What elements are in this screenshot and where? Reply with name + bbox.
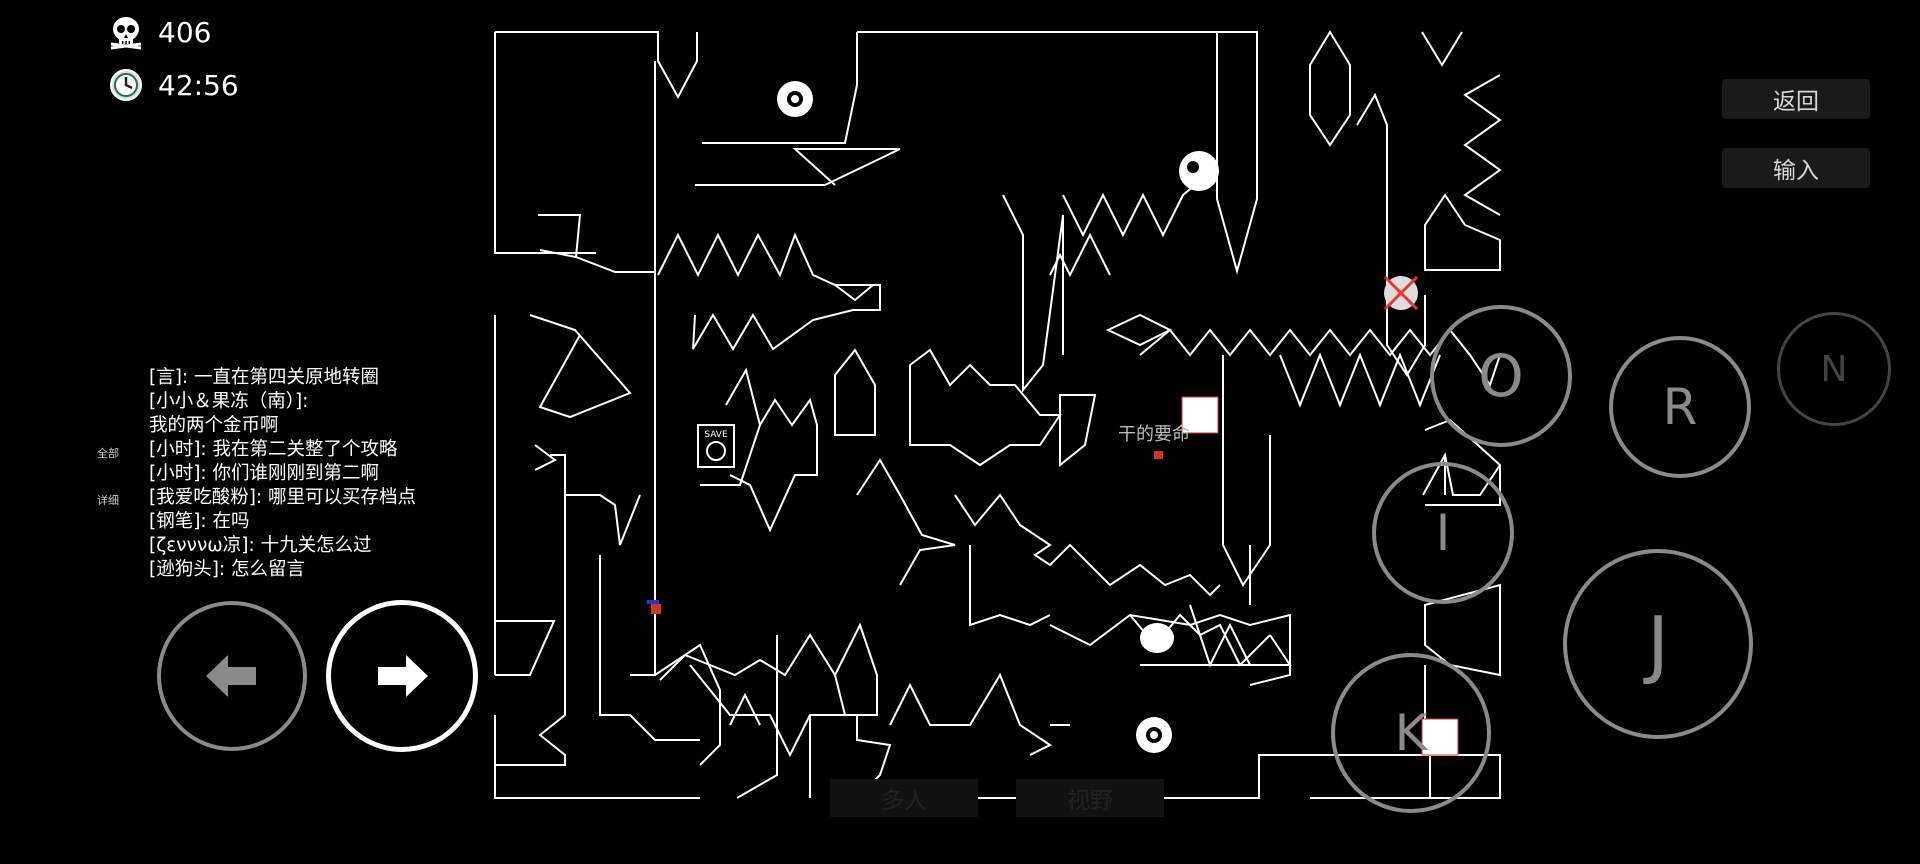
chat-line: [我爱吃酸粉]: 哪里可以买存档点 (149, 487, 417, 508)
cloud-enemy-icon (1140, 623, 1174, 653)
chat-tab-detail[interactable]: 详细 (97, 494, 119, 507)
save-point: SAVE (697, 424, 735, 468)
multiplayer-tab[interactable]: 多人 (830, 779, 978, 817)
chat-line: [小小＆果冻（南）]: (149, 391, 309, 412)
chat-tab-all[interactable]: 全部 (97, 447, 119, 460)
k-button[interactable]: K (1331, 653, 1491, 813)
o-button[interactable]: O (1430, 305, 1572, 447)
chat-line: [钢笔]: 在吗 (149, 511, 250, 532)
chat-line: [小时]: 我在第二关整了个攻略 (149, 439, 398, 460)
move-left-button[interactable] (157, 601, 307, 751)
r-button[interactable]: R (1609, 336, 1751, 478)
spiky-block-icon (1181, 396, 1219, 434)
ghost-enemy-icon (1179, 151, 1219, 191)
timer: 42:56 (108, 67, 239, 103)
clock-icon (110, 69, 142, 101)
maze-map: SAVE (494, 30, 1502, 799)
death-counter: 406 (108, 14, 211, 50)
crossed-out-enemy-icon (1383, 275, 1419, 311)
chat-line: [逊狗头]: 怎么留言 (149, 559, 306, 580)
save-label: SAVE (704, 430, 728, 440)
chat-log: [言]: 一直在第四关原地转圈 [小小＆果冻（南）]: 我的两个金币啊 [小时]… (149, 366, 489, 582)
n-button[interactable]: N (1777, 312, 1891, 426)
chat-line: [ζενννω凉]: 十九关怎么过 (149, 535, 372, 556)
i-button[interactable]: I (1372, 462, 1514, 604)
chat-line: [小时]: 你们谁刚刚到第二啊 (149, 463, 380, 484)
chat-line: 我的两个金币啊 (149, 415, 279, 436)
death-count: 406 (158, 15, 212, 49)
back-button[interactable]: 返回 (1722, 79, 1870, 119)
chat-line: [言]: 一直在第四关原地转圈 (149, 367, 380, 388)
j-button[interactable]: J (1563, 549, 1753, 739)
view-tab[interactable]: 视野 (1016, 779, 1164, 817)
input-button[interactable]: 输入 (1722, 148, 1870, 188)
other-player-icon (1154, 451, 1163, 459)
sawblade-icon (1136, 717, 1172, 753)
timer-value: 42:56 (158, 68, 239, 102)
kid-player-icon (647, 600, 661, 614)
right-arrow-icon (378, 655, 428, 697)
player-name-label: 干的要命 (1118, 424, 1190, 445)
move-right-button[interactable] (326, 600, 478, 752)
skull-icon (110, 17, 142, 50)
sawblade-icon (777, 81, 813, 117)
left-arrow-icon (206, 655, 256, 697)
